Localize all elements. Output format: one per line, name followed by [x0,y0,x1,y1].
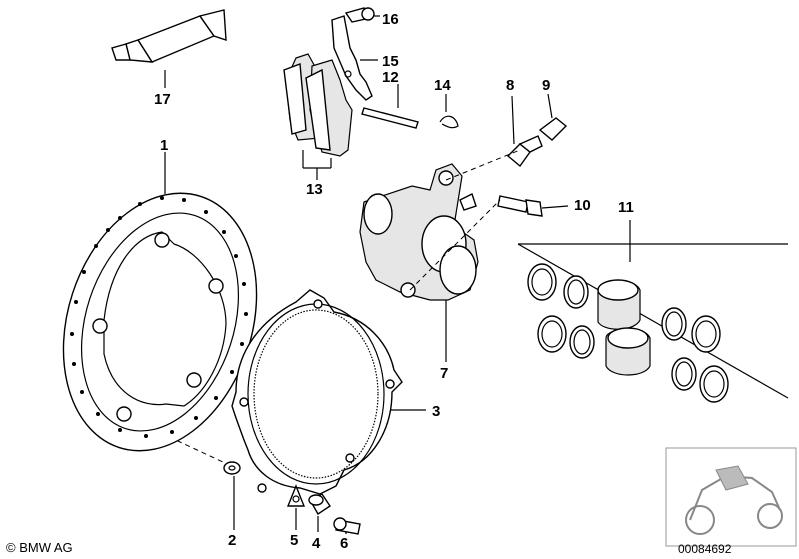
piston-kit [517,220,789,403]
bleed-valve [506,95,543,168]
motorcycle-thumbnail [665,447,797,547]
grease-tube [111,9,227,88]
callout-17: 17 [154,91,171,108]
bushing [308,493,331,532]
callout-2: 2 [228,532,236,549]
callout-11: 11 [618,199,634,216]
retaining-plate [331,15,378,101]
callout-6: 6 [340,535,348,552]
callout-4: 4 [312,535,321,552]
callout-14: 14 [434,77,451,94]
diagram-reference: 00084692 [678,542,732,556]
washer [223,461,241,530]
callout-7: 7 [440,365,448,382]
callout-9: 9 [542,77,550,94]
callout-16: 16 [382,11,399,28]
spacer-plate [286,484,306,530]
brake-caliper [359,163,479,362]
pad-pin [361,84,419,129]
caliper-bolt [497,195,569,217]
spring-clip [439,94,459,129]
brake-disc [62,152,258,452]
callout-3: 3 [432,403,440,420]
brake-pads [283,53,353,180]
callout-8: 8 [506,77,514,94]
copyright-text: © BMW AG [6,540,73,555]
callout-10: 10 [574,197,591,214]
callout-1: 1 [160,137,168,154]
callout-13: 13 [306,181,323,198]
callout-12: 12 [382,69,399,86]
disc-bolt [333,517,361,535]
callout-15: 15 [382,53,399,70]
abs-ring [231,289,426,495]
callout-5: 5 [290,532,298,549]
screw-16 [344,7,380,23]
bleed-cap [538,93,568,141]
